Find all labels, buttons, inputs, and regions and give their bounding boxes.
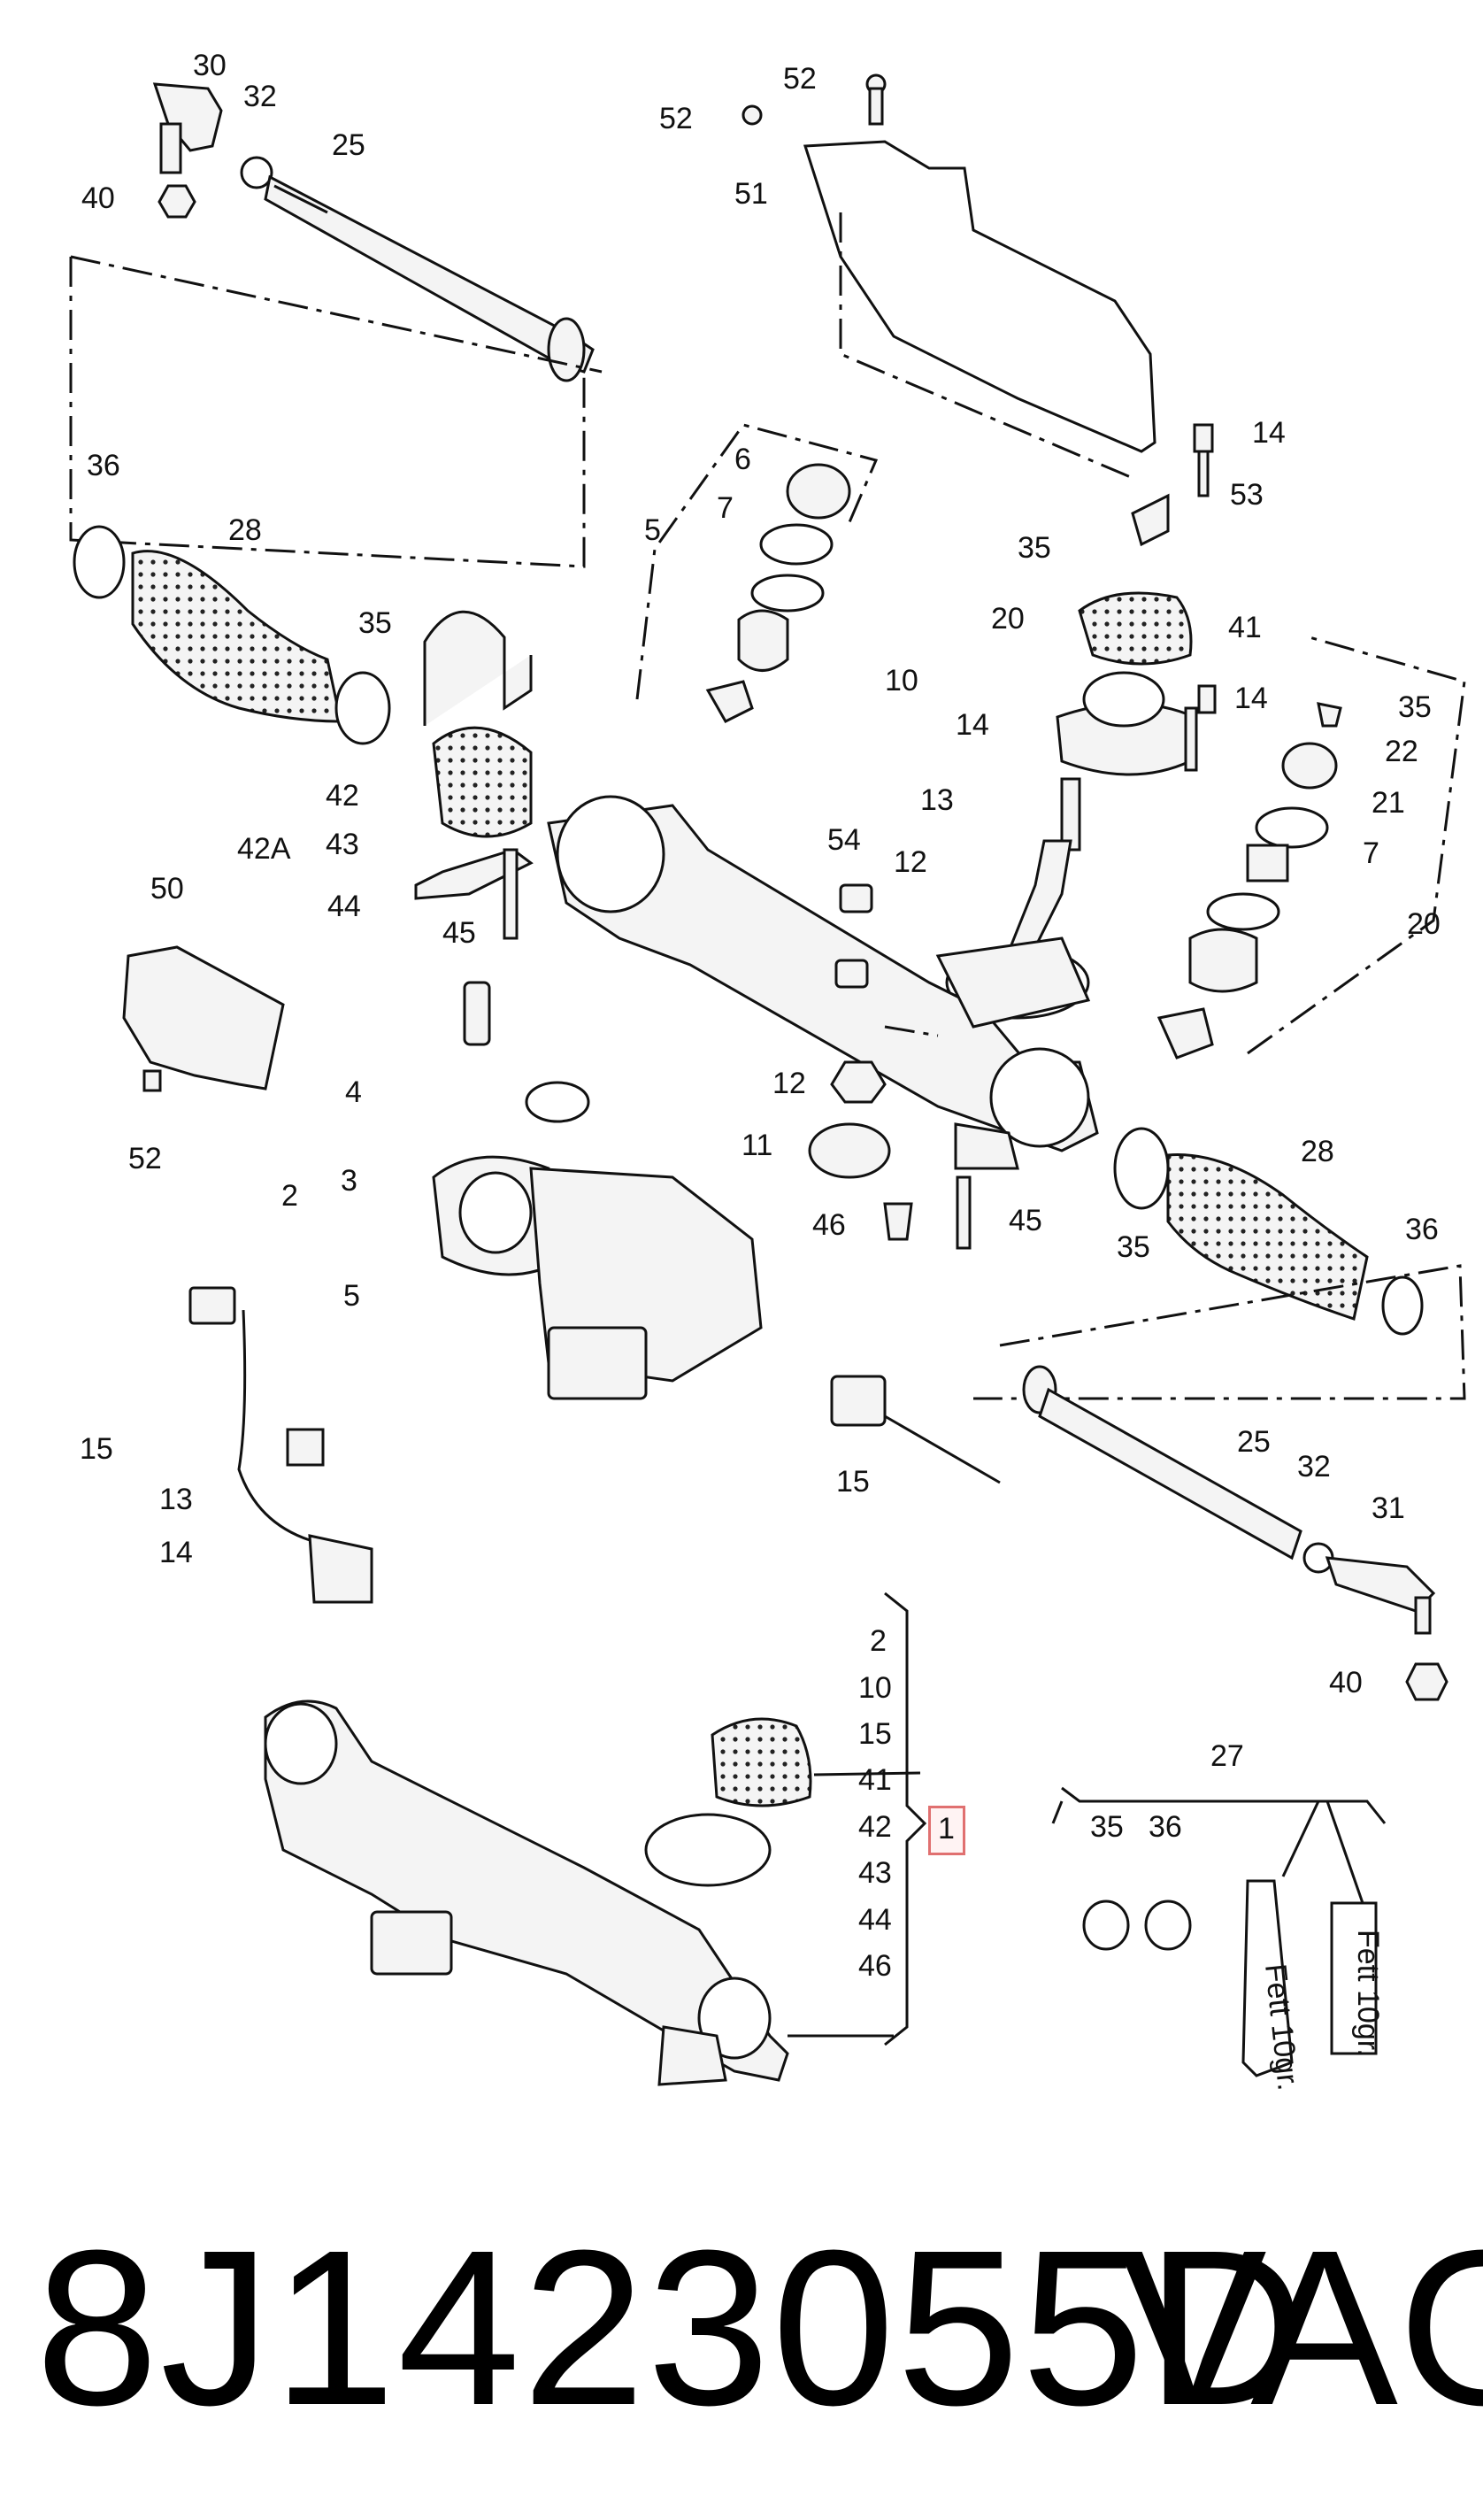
callout-50: 50 bbox=[150, 872, 184, 906]
callout-2: 2 bbox=[281, 1179, 298, 1213]
boot-left bbox=[73, 525, 391, 745]
callout-54: 54 bbox=[827, 823, 861, 857]
callout-35-e: 35 bbox=[1090, 1810, 1124, 1844]
callout-25: 25 bbox=[332, 128, 365, 162]
callout-13-b: 13 bbox=[159, 1483, 193, 1516]
callout-51: 51 bbox=[734, 177, 768, 211]
callout-7: 7 bbox=[717, 491, 734, 525]
callout-1: 1 bbox=[938, 1812, 955, 1846]
callout-13: 13 bbox=[920, 783, 954, 817]
callout-20-b: 20 bbox=[1407, 907, 1441, 941]
callout-28: 28 bbox=[228, 513, 262, 547]
boot-right bbox=[1113, 1127, 1424, 1336]
callout-5: 5 bbox=[644, 513, 661, 547]
brand-name: VAG bbox=[1119, 2204, 1483, 2451]
callout-52: 52 bbox=[783, 62, 817, 96]
callout-36-c: 36 bbox=[1149, 1810, 1182, 1844]
callout-42: 42 bbox=[326, 779, 359, 813]
list-42: 42 bbox=[858, 1810, 892, 1844]
callout-40: 40 bbox=[81, 181, 115, 215]
callout-15-b: 15 bbox=[836, 1465, 870, 1499]
callout-14: 14 bbox=[1252, 416, 1286, 450]
callout-52-b: 52 bbox=[659, 102, 693, 135]
heat-shield bbox=[742, 73, 1156, 480]
sensor-cable-left bbox=[188, 1286, 1001, 1604]
callout-7-b: 7 bbox=[1363, 836, 1379, 870]
list-2: 2 bbox=[870, 1624, 887, 1658]
callout-31: 31 bbox=[1372, 1491, 1405, 1525]
list-10: 10 bbox=[858, 1671, 892, 1705]
callout-36-b: 36 bbox=[1405, 1213, 1439, 1246]
kit-27: Fett 10gr. Fett 10gr. bbox=[1051, 1786, 1387, 2092]
box-label: Fett 10gr. bbox=[1351, 1930, 1385, 2057]
callout-28-b: 28 bbox=[1301, 1135, 1334, 1168]
callout-35-d: 35 bbox=[1117, 1230, 1150, 1264]
callout-52-c: 52 bbox=[128, 1142, 162, 1175]
callout-22: 22 bbox=[1385, 735, 1418, 768]
mount-bracket bbox=[414, 610, 534, 940]
callout-44: 44 bbox=[327, 890, 361, 923]
callout-5-b: 5 bbox=[343, 1279, 360, 1313]
callout-45: 45 bbox=[442, 916, 476, 950]
footer: 8J1423055D VAG bbox=[0, 2195, 1483, 2461]
callout-35-c: 35 bbox=[1398, 690, 1432, 724]
callout-14-d: 14 bbox=[159, 1536, 193, 1569]
plug-set-right bbox=[1156, 636, 1466, 1060]
callout-40-b: 40 bbox=[1329, 1666, 1363, 1699]
callout-3: 3 bbox=[341, 1164, 357, 1198]
callout-14-b: 14 bbox=[956, 708, 989, 742]
callout-43: 43 bbox=[326, 828, 359, 861]
callout-14-c: 14 bbox=[1234, 682, 1268, 715]
highlighted-callout-box: 1 bbox=[928, 1806, 965, 1855]
tie-rod-right bbox=[1022, 1365, 1448, 1701]
callout-4: 4 bbox=[345, 1075, 362, 1109]
rack-housing-main bbox=[547, 795, 1099, 1170]
list-41: 41 bbox=[858, 1763, 892, 1797]
bolt-14-right bbox=[1184, 684, 1217, 772]
callout-32-b: 32 bbox=[1297, 1450, 1331, 1483]
callout-21: 21 bbox=[1372, 786, 1405, 820]
list-44: 44 bbox=[858, 1903, 892, 1937]
callout-27: 27 bbox=[1210, 1739, 1244, 1773]
callout-41: 41 bbox=[1228, 611, 1262, 644]
callout-35: 35 bbox=[358, 606, 392, 640]
callout-32: 32 bbox=[243, 80, 277, 113]
callout-25-b: 25 bbox=[1237, 1425, 1271, 1459]
list-46: 46 bbox=[858, 1949, 892, 1983]
callout-36: 36 bbox=[87, 449, 120, 482]
callout-30: 30 bbox=[193, 49, 227, 82]
list-15: 15 bbox=[858, 1717, 892, 1751]
center-fasteners bbox=[808, 1060, 972, 1250]
callout-10: 10 bbox=[885, 664, 918, 697]
plug-set-left bbox=[635, 423, 879, 723]
mount-bushing bbox=[1056, 591, 1196, 776]
cover-50 bbox=[122, 945, 285, 1092]
list-43: 43 bbox=[858, 1856, 892, 1890]
motor-unit bbox=[432, 981, 763, 1400]
callout-42A: 42A bbox=[237, 832, 291, 866]
callout-45-b: 45 bbox=[1009, 1204, 1042, 1237]
tie-rod-upper-left bbox=[152, 82, 595, 382]
callout-20: 20 bbox=[991, 602, 1025, 636]
callout-11: 11 bbox=[742, 1129, 772, 1162]
callout-12: 12 bbox=[894, 845, 927, 879]
bolt-14-upper bbox=[1131, 423, 1214, 547]
callout-46: 46 bbox=[812, 1208, 846, 1242]
part-number: 8J1423055D bbox=[35, 2204, 1308, 2451]
callout-15: 15 bbox=[80, 1432, 113, 1466]
rack-assembly-complete bbox=[264, 1699, 894, 2086]
callout-35-b: 35 bbox=[1018, 531, 1051, 565]
callout-53: 53 bbox=[1230, 478, 1264, 512]
callout-12-b: 12 bbox=[772, 1067, 806, 1100]
callout-labels: 30 32 25 40 52 52 51 36 28 35 42 42A 43 … bbox=[80, 49, 1441, 1983]
callout-6: 6 bbox=[734, 443, 751, 476]
